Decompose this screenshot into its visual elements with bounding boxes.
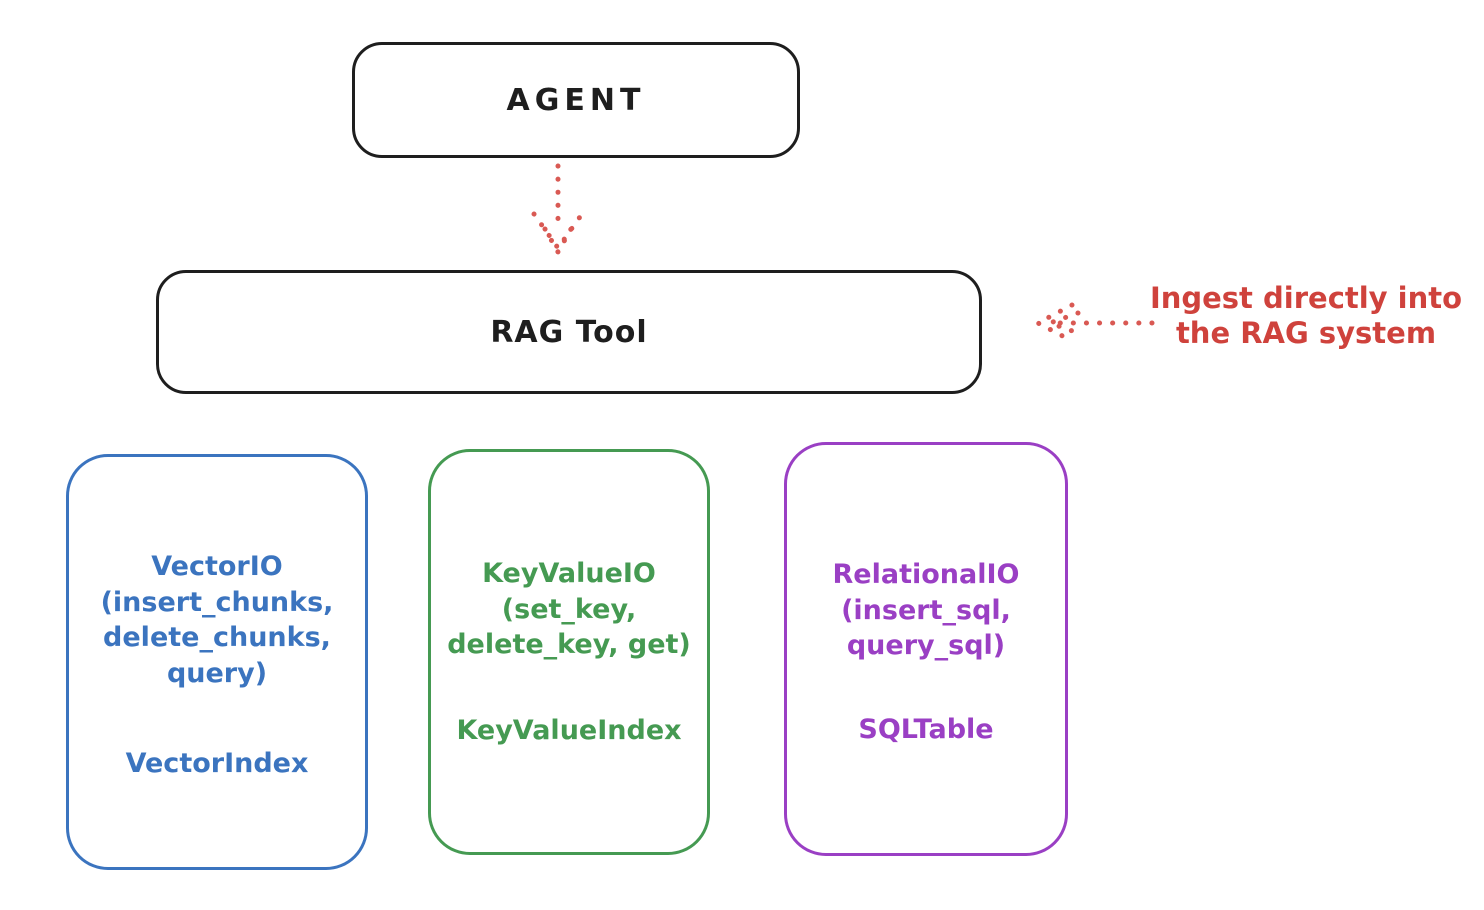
node-rag-tool: RAG Tool [156, 270, 982, 394]
storage-box-key-value-io: KeyValueIO (set_key, delete_key, get) Ke… [428, 449, 710, 855]
key-value-io-label: KeyValueIO (set_key, delete_key, get) [447, 558, 691, 661]
storage-box-vector-io: VectorIO (insert_chunks, delete_chunks, … [66, 454, 368, 870]
node-rag-tool-label: RAG Tool [490, 314, 648, 350]
vector-io-label: VectorIO (insert_chunks, delete_chunks, … [100, 551, 334, 689]
node-agent: AGENT [352, 42, 800, 158]
arrow-ingest-into-rag-icon [1035, 302, 1155, 344]
node-agent-label: AGENT [506, 82, 646, 118]
vector-index-label: VectorIndex [125, 747, 309, 779]
relational-io-label: RelationalIO (insert_sql, query_sql) [832, 559, 1020, 662]
sql-table-label: SQLTable [858, 713, 994, 745]
key-value-index-label: KeyValueIndex [456, 714, 682, 746]
ingest-annotation: Ingest directly into the RAG system [1149, 281, 1463, 351]
arrow-agent-to-rag-tool-icon [531, 163, 585, 255]
storage-box-relational-io: RelationalIO (insert_sql, query_sql) SQL… [784, 442, 1068, 856]
